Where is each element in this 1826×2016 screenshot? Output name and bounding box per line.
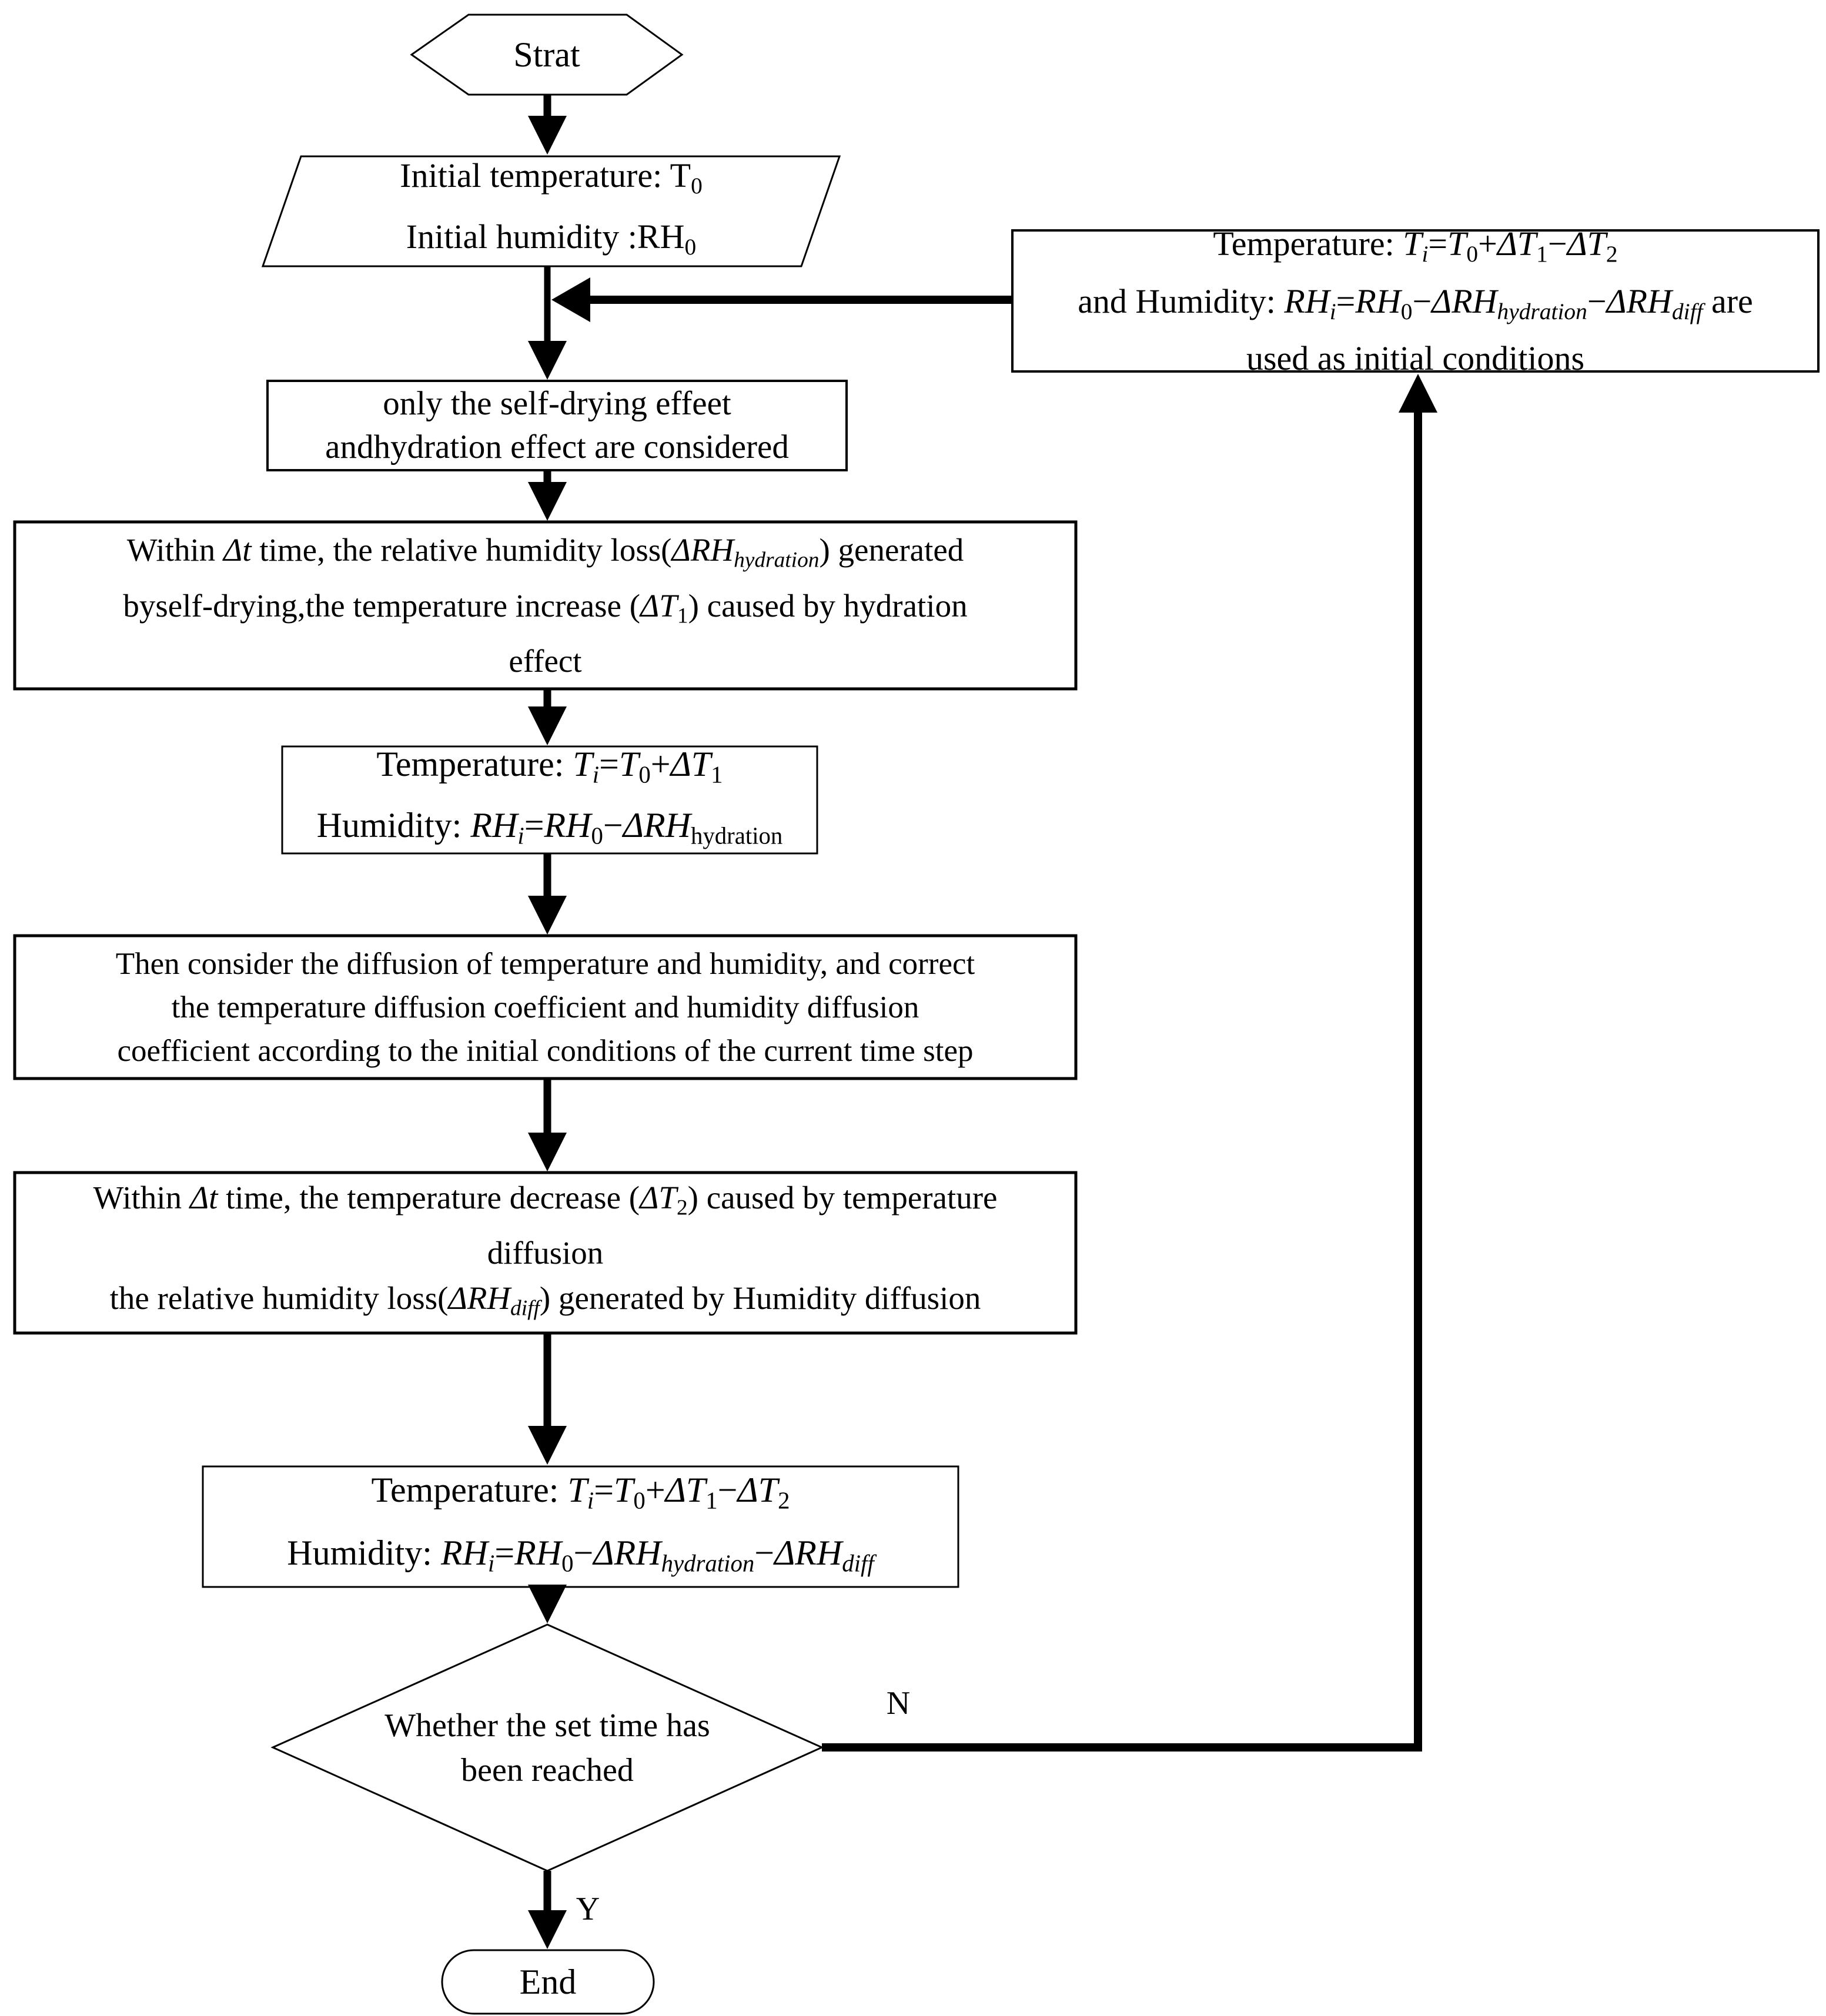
feedback-line-3: used as initial conditions xyxy=(1246,339,1585,377)
yes-branch-label: Y xyxy=(576,1891,600,1927)
only-process-shape xyxy=(266,380,848,471)
feedback-line-2: and Humidity: RHi=RH0−ΔRHhydration−ΔRHdi… xyxy=(1078,282,1753,324)
diffusion-step-line-3: the relative humidity loss(ΔRHdiff) gene… xyxy=(109,1280,981,1321)
only-line-2: andhydration effect are considered xyxy=(325,428,789,466)
feedback-process-shape xyxy=(1011,229,1820,373)
only-line-1: only the self-drying effeet xyxy=(383,385,731,422)
arrowhead-into-state1 xyxy=(528,706,567,745)
decision-diamond: Whether the set time has been reached xyxy=(273,1625,822,1871)
arrowhead-into-hydration xyxy=(528,482,567,521)
arrowhead-into-init xyxy=(528,116,567,155)
feedback-line-1: Temperature: Ti=T0+ΔT1−ΔT2 xyxy=(1213,225,1618,267)
decision-diamond-shape xyxy=(270,1623,824,1872)
diffusion-step-shape xyxy=(13,1171,1078,1335)
start-terminator-shape xyxy=(410,14,684,96)
hydration-step-line-2: byself-drying,the temperature increase (… xyxy=(123,587,968,628)
feedback-process: Temperature: Ti=T0+ΔT1−ΔT2 and Humidity:… xyxy=(1012,225,1818,377)
diffusion-step-line-1: Within Δt time, the temperature decrease… xyxy=(93,1179,998,1220)
arrowhead-into-state2 xyxy=(528,1426,567,1465)
state2-line-1: Temperature: Ti=T0+ΔT1−ΔT2 xyxy=(371,1471,790,1514)
hydration-step-process: Within Δt time, the relative humidity lo… xyxy=(15,522,1076,689)
state1-line-1: Temperature: Ti=T0+ΔT1 xyxy=(376,744,723,788)
arrowhead-feedback-into-flow xyxy=(551,277,590,322)
arrowhead-into-decision xyxy=(528,1585,567,1623)
state1-line-2: Humidity: RHi=RH0−ΔRHhydration xyxy=(316,806,783,849)
arrowhead-into-only xyxy=(528,341,567,380)
hydration-step-shape xyxy=(13,520,1078,691)
only-process: only the self-drying effeet andhydration… xyxy=(267,381,847,470)
decision-line-1: Whether the set time has xyxy=(384,1707,710,1744)
init-line-2: Initial humidity :RH0 xyxy=(406,217,697,260)
diffusion-correct-shape xyxy=(13,934,1078,1080)
state1-process: Temperature: Ti=T0+ΔT1 Humidity: RHi=RH0… xyxy=(282,745,817,853)
hydration-step-line-3: effect xyxy=(509,642,582,679)
decision-line-2: been reached xyxy=(461,1752,634,1789)
state2-shape xyxy=(202,1465,959,1588)
end-terminator-shape xyxy=(441,1949,655,2015)
no-branch-label: N xyxy=(886,1685,911,1722)
diffusion-correct-line-2: the temperature diffusion coefficient an… xyxy=(171,990,919,1024)
arrowhead-into-correct xyxy=(528,896,567,935)
arrowhead-into-end xyxy=(528,1910,567,1949)
diffusion-step-line-2: diffusion xyxy=(487,1235,604,1271)
hydration-step-line-1: Within Δt time, the relative humidity lo… xyxy=(126,532,964,572)
arrowhead-into-diffusion xyxy=(528,1133,567,1171)
init-parallelogram: Initial temperature: T0 Initial humidity… xyxy=(263,156,840,266)
arrowhead-into-feedback-box xyxy=(1399,374,1437,413)
diffusion-step-process: Within Δt time, the temperature decrease… xyxy=(15,1173,1076,1333)
start-terminator: Strat xyxy=(412,15,682,95)
diffusion-correct-line-1: Then consider the diffusion of temperatu… xyxy=(115,946,975,981)
end-label: End xyxy=(519,1962,577,2001)
diffusion-correct-process: Then consider the diffusion of temperatu… xyxy=(15,936,1076,1079)
end-terminator: End xyxy=(442,1950,654,2014)
init-parallelogram-shape xyxy=(261,155,841,267)
start-label: Strat xyxy=(513,35,580,74)
diffusion-correct-line-3: coefficient according to the initial con… xyxy=(117,1033,974,1068)
state1-shape xyxy=(281,745,818,855)
state2-line-2: Humidity: RHi=RH0−ΔRHhydration−ΔRHdiff xyxy=(287,1533,874,1576)
state2-process: Temperature: Ti=T0+ΔT1−ΔT2 Humidity: RHi… xyxy=(203,1466,958,1587)
init-line-1: Initial temperature: T0 xyxy=(400,156,703,199)
